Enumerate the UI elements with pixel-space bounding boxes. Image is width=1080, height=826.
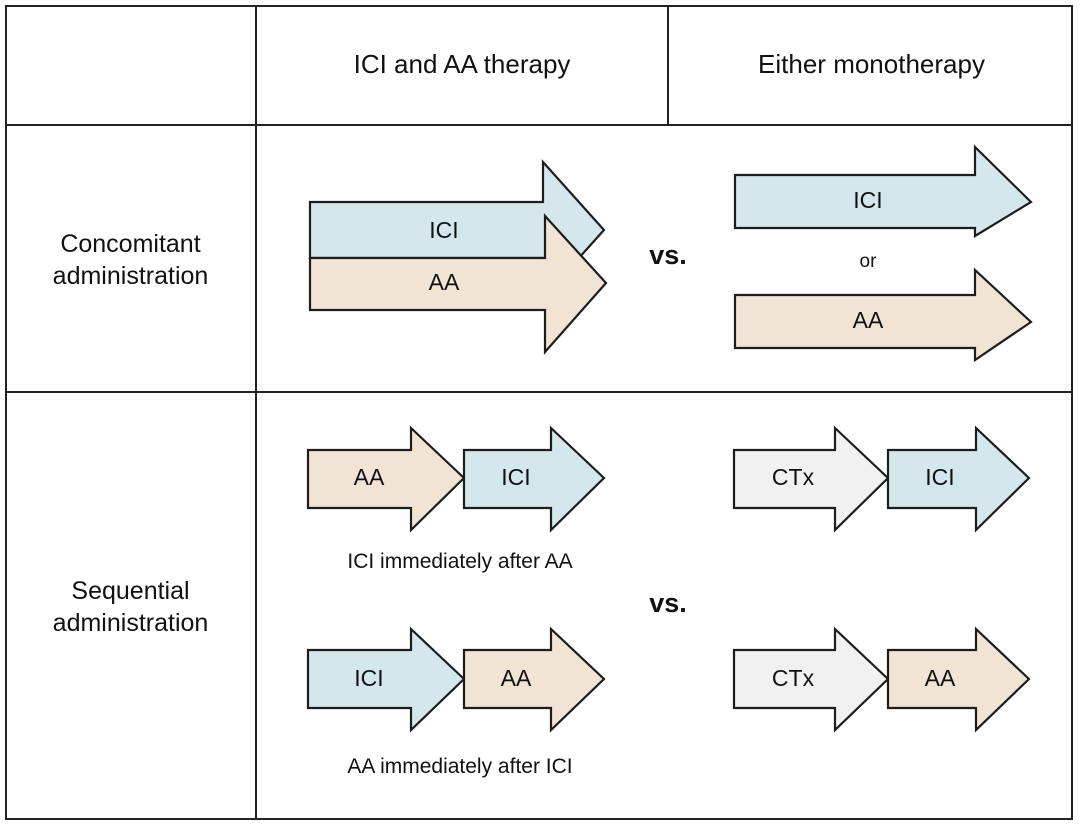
caption-ici-after-aa: ICI immediately after AA (347, 550, 573, 573)
row-label-concomitant-line1: Concomitant (60, 230, 201, 258)
caption-aa-after-ici: AA immediately after ICI (347, 755, 573, 778)
row-label-sequential-line2: administration (52, 609, 209, 637)
row-label-concomitant-line2: administration (52, 262, 209, 290)
column-divider-1 (255, 5, 257, 820)
header-ici-and-aa-therapy: ICI and AA therapy (353, 49, 571, 79)
row-label-sequential: Sequential administration (8, 575, 253, 639)
row-label-sequential-line1: Sequential (71, 577, 190, 605)
table-frame (5, 5, 1073, 820)
or-label-monotherapy: or (859, 251, 877, 272)
row-divider (5, 391, 1073, 393)
vs-label-sequential: vs. (649, 588, 687, 618)
header-either-monotherapy: Either monotherapy (758, 49, 985, 79)
column-divider-2-header (667, 5, 669, 125)
vs-label-concomitant: vs. (649, 240, 687, 270)
row-label-concomitant: Concomitant administration (8, 228, 253, 292)
header-bottom-divider (5, 124, 1073, 126)
